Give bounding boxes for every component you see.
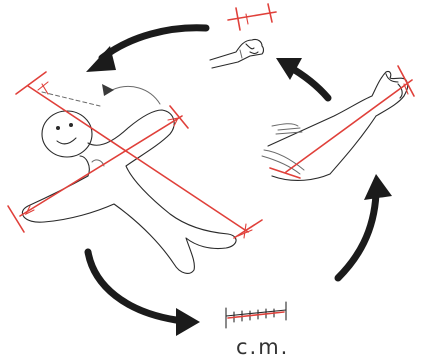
cycle-arrow-top-icon <box>86 28 206 72</box>
hand-sketch <box>210 4 276 68</box>
person-body-outline <box>22 110 236 273</box>
hand-measure-line <box>228 12 276 20</box>
diagonal-measure-line <box>28 86 248 232</box>
cycle-arrow-right-upper-icon <box>276 58 328 98</box>
ruler-icon <box>226 302 286 328</box>
person-head <box>42 111 92 157</box>
arm-sketch <box>262 66 414 180</box>
unit-label: c.m. <box>236 335 289 357</box>
cycle-arrow-right-lower-icon <box>338 174 392 278</box>
smiley-face <box>56 123 76 144</box>
cycle-arrow-bottom-icon <box>88 252 200 336</box>
small-pointer-arrow-icon <box>102 84 114 96</box>
arm-measure-line <box>286 80 412 172</box>
person-figure <box>8 72 262 273</box>
armspan-measure-line <box>20 116 182 216</box>
